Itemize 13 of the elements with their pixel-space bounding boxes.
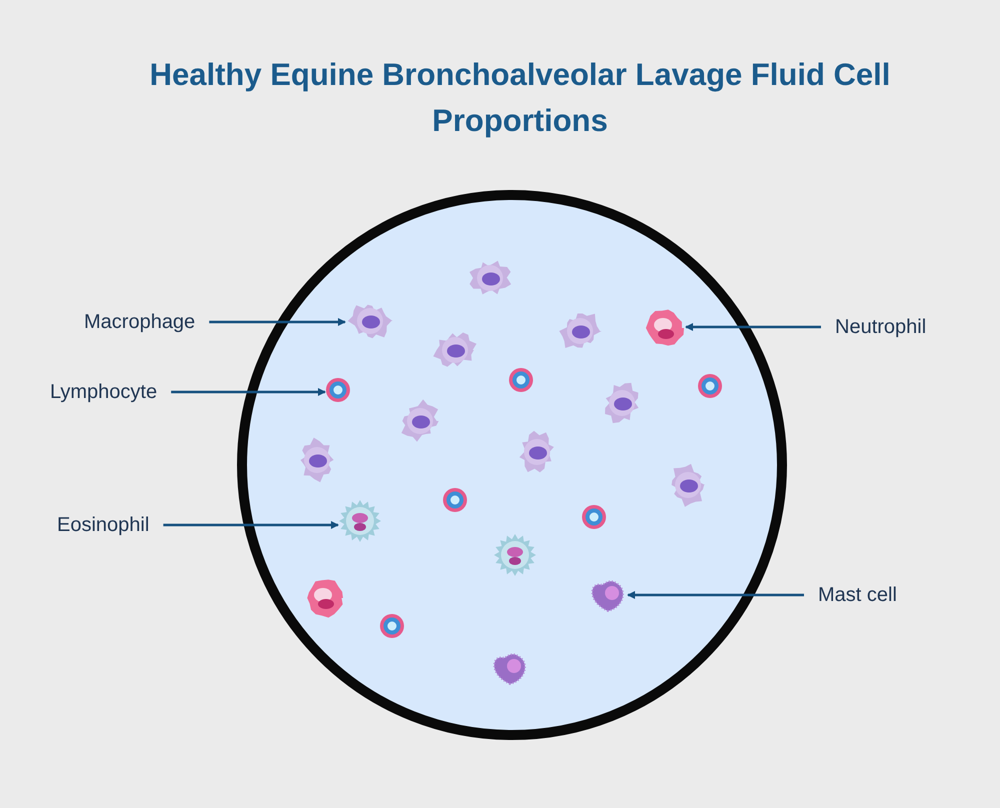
cell-type-label: Neutrophil [835,315,926,339]
eosinophil-drawing [338,499,382,543]
arrow [685,323,821,331]
cell-type-label: Mast cell [818,583,897,607]
diagram-title: Healthy Equine Bronchoalveolar Lavage Fluid Cell Proportions [148,56,892,140]
arrow [627,591,804,599]
arrow [163,521,339,529]
lymphocyte-drawing [325,377,351,403]
cell-type-label: Eosinophil [57,513,150,537]
cell-type-label: Lymphocyte [50,380,158,404]
cell-type-label: Macrophage [84,310,196,334]
arrow [209,318,346,326]
arrow [171,388,326,396]
